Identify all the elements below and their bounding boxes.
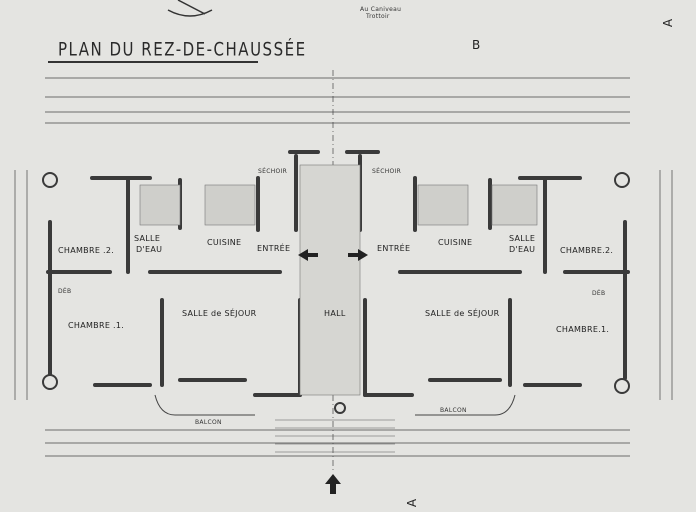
title-underline [48, 61, 258, 63]
top-note-line2: Trottoir [366, 13, 390, 20]
room-label-left-deb: DÉB [58, 288, 72, 295]
top-note-2: Trottoir [366, 13, 390, 20]
room-label-right-entree: ENTRÉE [377, 244, 411, 253]
room-label-left-salle-eau-1: SALLE [134, 234, 161, 243]
room-label-right-salle-eau-2: D'EAU [509, 245, 536, 254]
arrows [298, 249, 368, 494]
room-label-hall: HALL [324, 309, 346, 318]
room-label-right-sechoir: SÉCHOIR [372, 168, 402, 175]
room-label-left-cuisine: CUISINE [207, 238, 242, 247]
top-note-line1: Au Caniveau [360, 6, 402, 13]
room-label-right-chambre2: CHAMBRE.2. [560, 246, 614, 255]
room-label-left-chambre1: CHAMBRE .1. [68, 321, 125, 330]
entrance-stairs [275, 419, 395, 453]
room-label-balcon-right: BALCON [440, 407, 467, 414]
room-label-right-deb: DÉB [592, 290, 606, 297]
arrow-left-icon [298, 249, 318, 261]
drawing-title: PLAN DU REZ-DE-CHAUSSÉE [58, 38, 307, 61]
arrow-right-icon [348, 249, 368, 261]
room-label-balcon-left: BALCON [195, 419, 222, 426]
balconies [154, 394, 516, 416]
section-marker-a-bottom: A [405, 498, 420, 508]
tiled-areas [139, 164, 538, 396]
north-symbol [167, 0, 213, 17]
room-label-left-sejour: SALLE de SÉJOUR [182, 309, 257, 318]
arrow-up-icon [325, 474, 341, 494]
room-label-left-sechoir: SÉCHOIR [258, 168, 288, 175]
section-marker-a-top: A [661, 18, 676, 28]
section-marker-b: B [472, 38, 481, 52]
room-label-left-salle-eau-2: D'EAU [136, 245, 163, 254]
room-label-right-chambre1: CHAMBRE.1. [556, 325, 610, 334]
top-note: Au Caniveau [360, 6, 401, 13]
room-label-right-sejour: SALLE de SÉJOUR [425, 309, 500, 318]
room-label-left-chambre2: CHAMBRE .2. [58, 246, 115, 255]
room-label-right-salle-eau-1: SALLE [509, 234, 536, 243]
room-label-left-entree: ENTRÉE [257, 244, 291, 253]
room-label-right-cuisine: CUISINE [438, 238, 473, 247]
